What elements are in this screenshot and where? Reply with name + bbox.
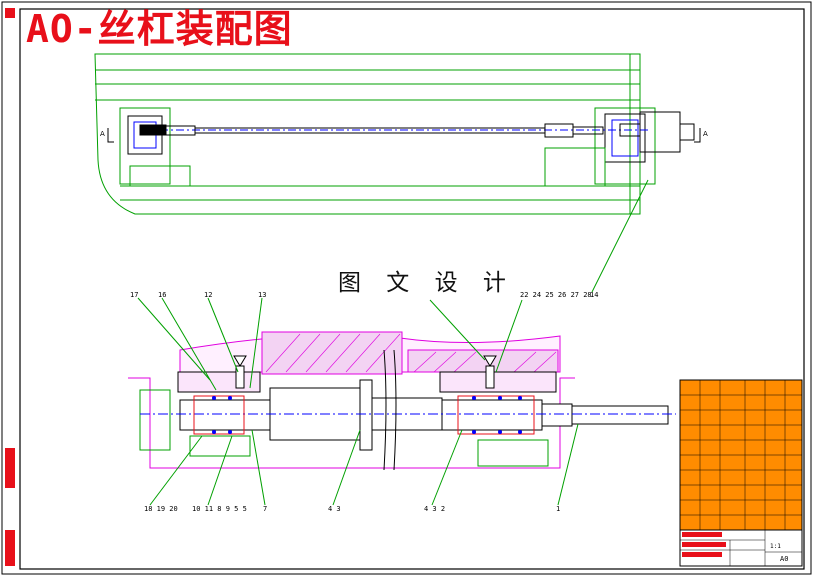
balloon-label: 18 19 20 bbox=[144, 505, 178, 513]
title-block bbox=[679, 379, 803, 567]
balloon-label: 16 bbox=[158, 291, 167, 299]
balloon-label: 4 3 2 bbox=[424, 505, 446, 513]
leader-lines bbox=[137, 297, 579, 506]
watermark-text: 图 文 设 计 bbox=[338, 270, 515, 296]
balloon-label: 4 3 bbox=[328, 505, 341, 513]
inner-frame bbox=[19, 8, 805, 570]
top-view bbox=[94, 53, 695, 215]
balloon-label: 1 bbox=[556, 505, 561, 513]
table-outline bbox=[94, 53, 641, 215]
sheet-size-field: A0 bbox=[780, 555, 789, 563]
section-view bbox=[128, 331, 676, 471]
balloon-label: 13 bbox=[258, 291, 267, 299]
top-screw-shaft bbox=[139, 123, 650, 138]
svg-text:A: A bbox=[703, 130, 708, 138]
drawing-title: AO-丝杠装配图 bbox=[26, 7, 293, 51]
svg-text:A: A bbox=[100, 130, 105, 138]
balloon-label: 17 bbox=[130, 291, 139, 299]
section-marks: A A bbox=[100, 128, 708, 143]
margin-markers bbox=[5, 8, 15, 566]
balloon-label: 10 11 8 9 5 5 bbox=[192, 505, 247, 513]
scale-field: 1:1 bbox=[770, 543, 781, 550]
balloon-label: 14 bbox=[590, 291, 599, 299]
balloon-label: 22 24 25 26 27 28 bbox=[520, 291, 592, 299]
leader-top bbox=[591, 179, 649, 293]
balloon-label: 12 bbox=[204, 291, 213, 299]
balloon-label: 7 bbox=[263, 505, 268, 513]
